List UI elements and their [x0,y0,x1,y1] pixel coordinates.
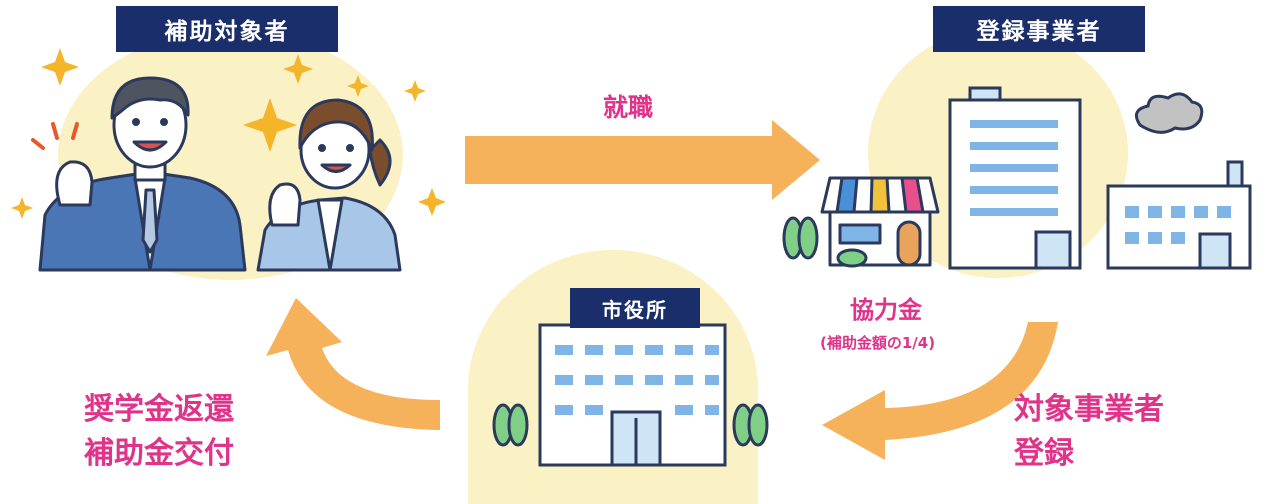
contribution-sub-label: (補助金額の1/4) [820,334,936,352]
city-hall-tree-icons [492,403,769,447]
excitement-marks [31,122,79,150]
office-building-illustration [948,86,1082,270]
sparkle-icon [283,54,313,84]
woman-illustration [256,98,402,272]
contribution-label: 協力金 [850,296,922,324]
subsidy-arrow [266,298,440,430]
factory-illustration [1106,92,1252,270]
registration-label-line1: 対象事業者 [1014,392,1164,427]
sparkle-icon [11,197,33,219]
businesses-label: 登録事業者 [933,6,1145,52]
subsidy-label-line1: 奨学金返還 [84,392,234,427]
tree-icons [782,216,819,260]
recipients-label: 補助対象者 [116,6,338,52]
sparkle-icon [347,75,369,97]
employment-label: 就職 [603,93,654,122]
sparkle-icons [11,48,446,219]
sparkle-icon [404,80,426,102]
city-hall-label: 市役所 [570,288,700,328]
registration-label-line2: 登録 [1014,436,1074,471]
employment-arrow [465,120,820,200]
shop-illustration [820,176,940,268]
subsidy-label-line2: 補助金交付 [84,436,234,471]
sparkle-icon [41,48,79,86]
sparkle-icon [243,98,297,152]
sparkle-icon [418,188,446,216]
city-hall-illustration [538,323,727,467]
registration-arrow [822,322,1058,460]
man-illustration [38,76,247,272]
